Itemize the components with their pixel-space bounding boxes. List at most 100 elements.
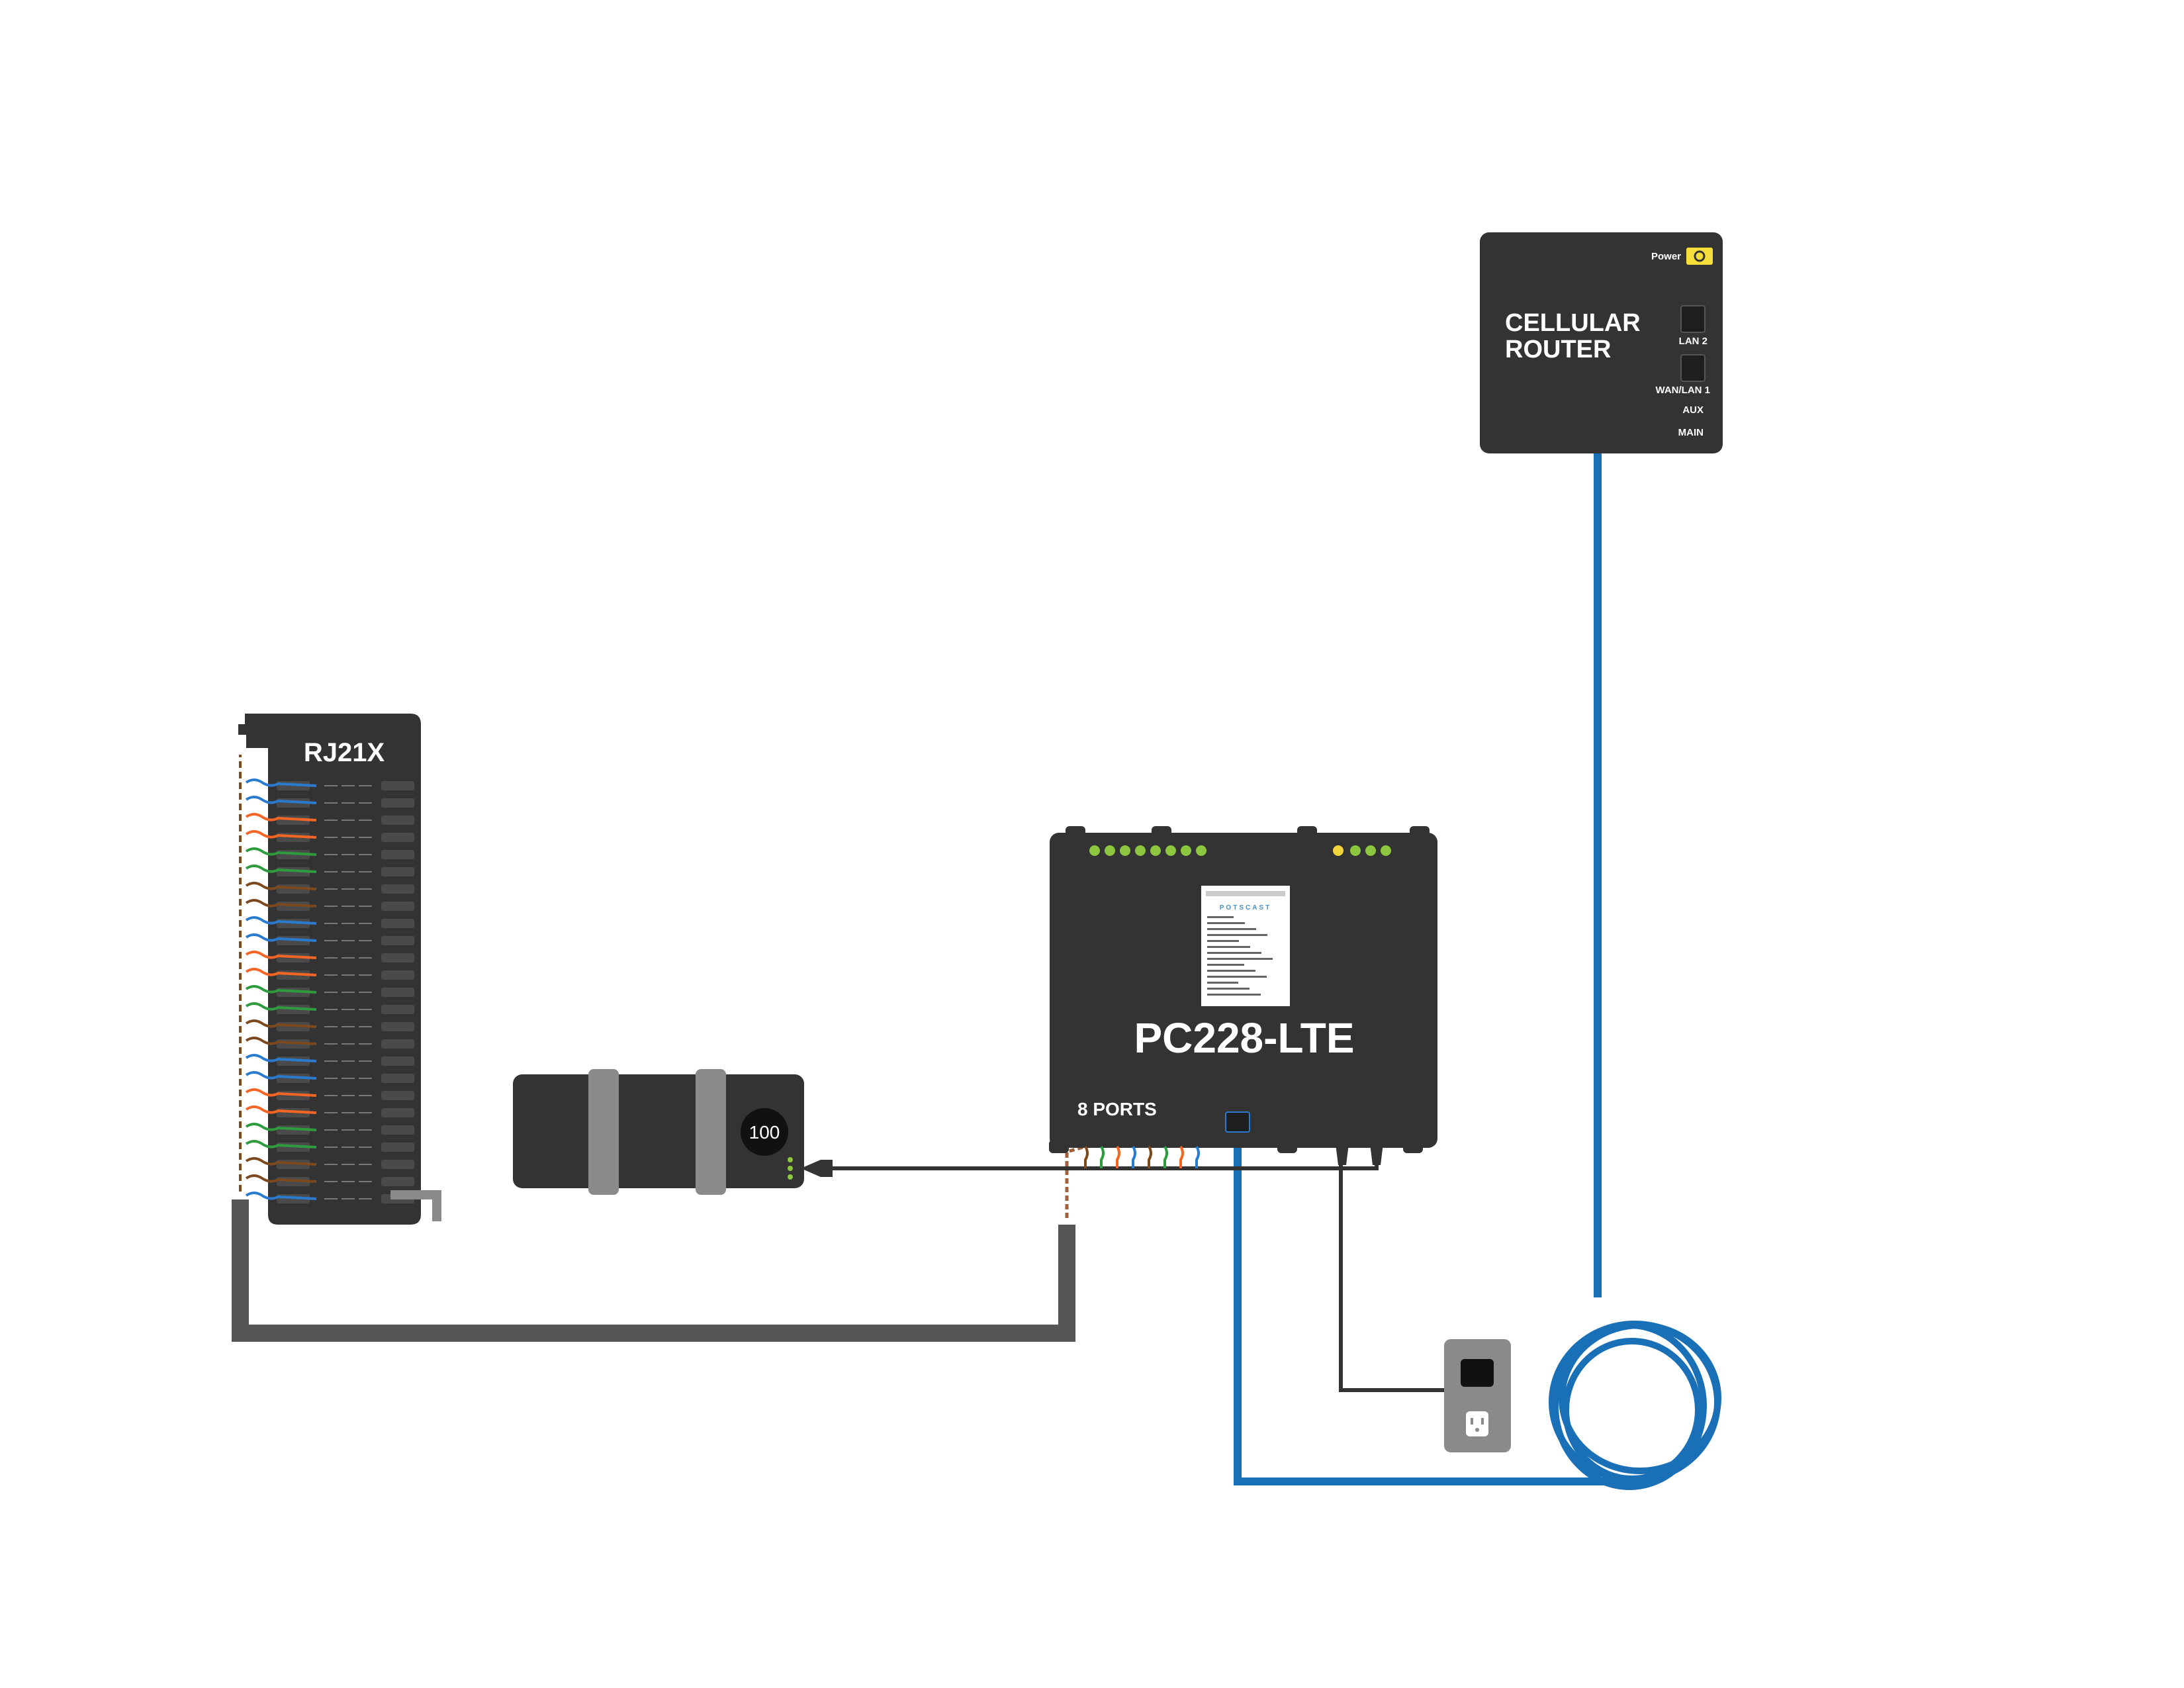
rj21x-wire xyxy=(245,1105,317,1114)
rj21x-slot xyxy=(381,1125,414,1135)
port-led xyxy=(1105,845,1115,856)
status-leds xyxy=(1089,845,1391,856)
screen-line xyxy=(1207,964,1244,966)
rj21x-wire xyxy=(245,968,317,976)
panel-clip xyxy=(390,1190,441,1221)
rj21x-wire xyxy=(245,1054,317,1062)
port-wire xyxy=(1148,1145,1152,1168)
rj21x-slot xyxy=(381,1005,414,1014)
screen-line xyxy=(1207,958,1273,960)
power-label: Power xyxy=(1651,251,1681,262)
rj21x-slot xyxy=(381,1143,414,1152)
rj21x-wire xyxy=(245,778,317,787)
port-wire xyxy=(1163,1145,1168,1168)
port-wire xyxy=(1084,1145,1089,1168)
main-label: MAIN xyxy=(1678,427,1704,438)
rj21x-slot xyxy=(381,781,414,790)
port-wire xyxy=(1116,1145,1120,1168)
strap-right xyxy=(696,1069,726,1195)
screen-line xyxy=(1207,934,1267,936)
screen-line xyxy=(1207,970,1255,972)
router-title-line2: ROUTER xyxy=(1505,336,1611,363)
screen-line xyxy=(1207,946,1250,948)
rj21x-slot xyxy=(381,953,414,962)
port-wire xyxy=(1179,1145,1184,1168)
ethernet-port-icon[interactable] xyxy=(1680,354,1706,382)
ports-label: 8 PORTS xyxy=(1077,1099,1157,1119)
status-screen: POTSCAST xyxy=(1201,886,1290,1006)
pc228-lte: POTSCAST PC228-LTE 8 PORTS xyxy=(1049,826,1437,1168)
screen-line xyxy=(1207,994,1261,996)
rj21x-slot xyxy=(381,850,414,859)
rj21x-wire xyxy=(245,1037,317,1045)
status-led xyxy=(1365,845,1376,856)
rj21x-slot xyxy=(381,816,414,825)
port-led xyxy=(1150,845,1161,856)
rj21x-wire xyxy=(245,933,317,942)
rj21x-slot xyxy=(381,1022,414,1031)
battery-badge xyxy=(741,1108,788,1156)
ethernet-cable-lower xyxy=(1234,1125,1635,1485)
rj21x-slot xyxy=(381,1091,414,1100)
rj21x-slot xyxy=(381,1108,414,1117)
rj21x-wire xyxy=(245,1192,317,1200)
status-led xyxy=(1333,845,1343,856)
wan-lan1-label: WAN/LAN 1 xyxy=(1656,385,1711,396)
ethernet-port-icon[interactable] xyxy=(1680,305,1706,333)
battery-backup: 100 xyxy=(513,1069,804,1195)
rj21x-wire xyxy=(245,1002,317,1011)
rj21x-slot xyxy=(381,1074,414,1083)
wall-outlet-icon xyxy=(1444,1339,1511,1452)
rj21x-slot xyxy=(381,970,414,980)
screen-line xyxy=(1207,988,1250,990)
rj21x-wire xyxy=(245,899,317,908)
port-wire xyxy=(1132,1145,1136,1168)
port-led xyxy=(1196,845,1206,856)
rj21x-slot xyxy=(381,798,414,808)
power-icon[interactable] xyxy=(1686,248,1713,265)
screen-line xyxy=(1207,916,1234,918)
screen-line xyxy=(1207,928,1256,930)
status-led xyxy=(1350,845,1361,856)
twisted-pair-right xyxy=(1065,1145,1086,1218)
rj21x-wire xyxy=(245,882,317,890)
rj21x-wire xyxy=(245,1071,317,1080)
rj21x-slot xyxy=(381,988,414,997)
rj21x-slot xyxy=(381,1177,414,1186)
rj21x-wire xyxy=(245,1019,317,1028)
cellular-router: CELLULAR ROUTER Power LAN 2 WAN/LAN 1 AU… xyxy=(1480,232,1723,453)
screen-line xyxy=(1207,922,1245,924)
port-led xyxy=(1181,845,1191,856)
port-led xyxy=(1089,845,1100,856)
rj21x-slot xyxy=(381,936,414,945)
screen-brand: POTSCAST xyxy=(1220,904,1271,912)
device-title: PC228-LTE xyxy=(1134,1014,1354,1062)
aux-label: AUX xyxy=(1682,404,1704,416)
rj21x-slot xyxy=(381,1056,414,1066)
rj21x-slot xyxy=(381,884,414,894)
rj21x-title: RJ21X xyxy=(304,738,385,767)
lan2-label: LAN 2 xyxy=(1679,336,1707,347)
rj21x-wire xyxy=(245,1088,317,1097)
rj21x-wire xyxy=(245,951,317,959)
screen-line xyxy=(1207,976,1267,978)
ethernet-port-icon[interactable] xyxy=(1225,1111,1250,1133)
conduit-pipe xyxy=(232,1199,1075,1342)
rj21x-wire xyxy=(245,1174,317,1183)
rj21x-slot xyxy=(381,919,414,928)
rj21x-wire xyxy=(245,1157,317,1166)
router-title-line1: CELLULAR xyxy=(1505,309,1641,337)
rj21x-wire xyxy=(245,1123,317,1131)
rj21x-wire xyxy=(245,916,317,925)
screen-line xyxy=(1207,952,1261,954)
rj21x-slot xyxy=(381,1039,414,1049)
screen-line xyxy=(1207,982,1238,984)
cable-coil-icon xyxy=(1549,1321,1721,1490)
battery-badge-value: 100 xyxy=(749,1122,780,1143)
port-wire xyxy=(1100,1145,1105,1168)
rj21x-wire xyxy=(245,796,317,804)
rj21x-slot xyxy=(381,867,414,876)
rj21x-wire xyxy=(245,830,317,839)
rj21x-wires xyxy=(245,778,317,1200)
rj21x-wire xyxy=(245,847,317,856)
